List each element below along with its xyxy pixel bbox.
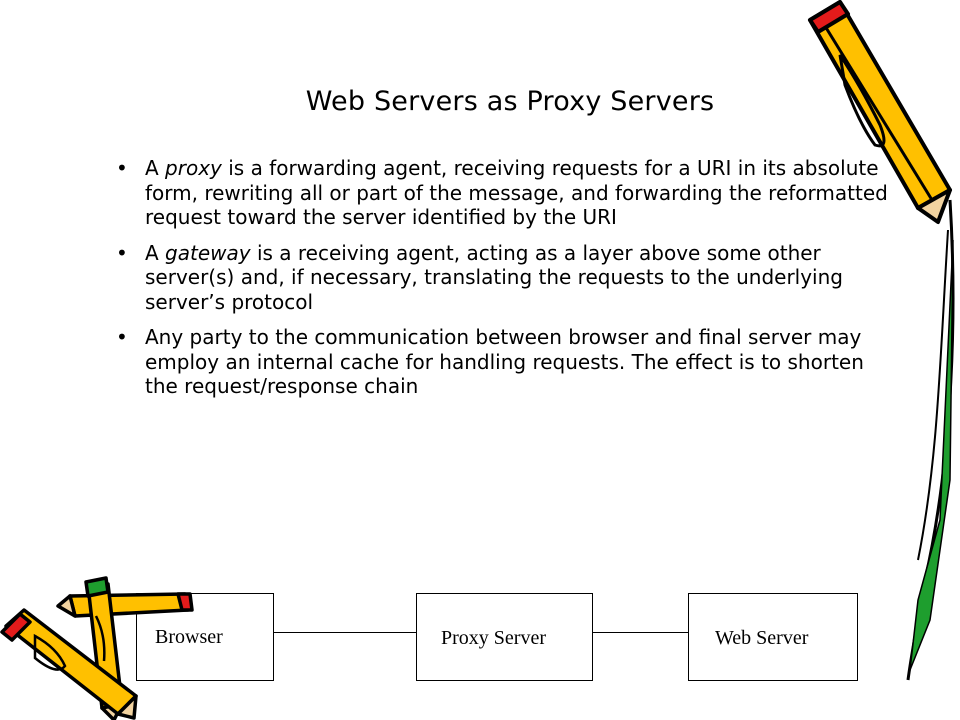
browser-label: Browser [155,626,223,648]
slide-title: Web Servers as Proxy Servers [305,86,715,118]
bullet-list: • A proxy is a forwarding agent, receivi… [112,156,902,410]
connector-proxy-webserver [592,632,688,633]
bullet-text: is a receiving agent, acting as a layer … [145,240,843,314]
proxy-server-box: Proxy Server [416,593,593,681]
pencils-icon [0,576,194,720]
bullet-term-proxy: proxy [165,156,222,180]
web-server-box: Web Server [688,593,858,681]
bullet-proxy: • A proxy is a forwarding agent, receivi… [112,156,902,230]
connector-browser-proxy [273,632,416,633]
bullet-dot: • [116,325,128,349]
bullet-gateway: • A gateway is a receiving agent, acting… [112,241,902,315]
bullet-text-pre: A [145,156,166,180]
bullet-dot: • [116,240,128,265]
proxy-server-label: Proxy Server [441,627,546,649]
pencil-icon [808,0,955,681]
web-server-label: Web Server [715,627,809,649]
bullet-text: Any party to the communication between b… [145,325,864,398]
bullet-term-gateway: gateway [165,240,251,265]
bullet-text: is a forwarding agent, receiving request… [145,156,888,229]
bullet-cache: • Any party to the communication between… [112,325,902,399]
bullet-dot: • [116,156,128,180]
bullet-text-pre: A [145,240,166,265]
